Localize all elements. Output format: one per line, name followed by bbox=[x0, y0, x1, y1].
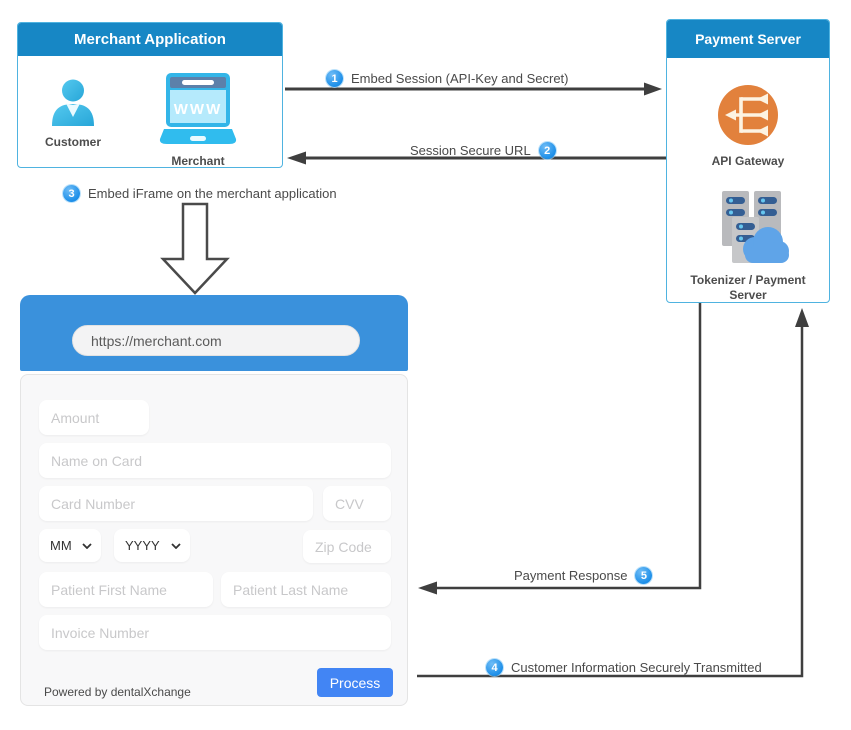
step-3-label: Embed iFrame on the merchant application bbox=[88, 186, 337, 201]
step-5-label: Payment Response bbox=[514, 568, 628, 583]
step-5-badge: 5 bbox=[635, 567, 653, 584]
powered-by-text: Powered by dentalXchange bbox=[44, 685, 191, 699]
api-gateway-figure: API Gateway bbox=[711, 84, 785, 169]
chevron-down-icon bbox=[171, 542, 181, 549]
arrow-embed-session bbox=[285, 82, 662, 96]
api-gateway-label: API Gateway bbox=[711, 154, 785, 168]
payment-box-body: API Gateway bbox=[667, 58, 829, 303]
patient-last-name-field[interactable] bbox=[221, 572, 391, 607]
merchant-box-title: Merchant Application bbox=[18, 23, 282, 56]
step-payment-response: Payment Response 5 bbox=[514, 567, 653, 584]
svg-text:WWW: WWW bbox=[174, 101, 222, 118]
url-bar[interactable] bbox=[72, 325, 360, 356]
step-2-badge: 2 bbox=[538, 142, 556, 159]
step-4-label: Customer Information Securely Transmitte… bbox=[511, 660, 762, 675]
customer-figure: Customer bbox=[31, 79, 115, 150]
merchant-label: Merchant bbox=[171, 154, 225, 168]
card-number-field[interactable] bbox=[39, 486, 313, 521]
merchant-application-box: Merchant Application Customer bbox=[17, 22, 283, 168]
expiry-month-select[interactable]: MM bbox=[39, 529, 101, 562]
cvv-field[interactable] bbox=[323, 486, 391, 521]
amount-field[interactable] bbox=[39, 400, 149, 435]
expiry-year-select[interactable]: YYYY bbox=[114, 529, 190, 562]
step-customer-info-transmitted: 4 Customer Information Securely Transmit… bbox=[486, 659, 762, 676]
step-2-label: Session Secure URL bbox=[410, 143, 531, 158]
tokenizer-figure: Tokenizer / Payment Server bbox=[683, 189, 813, 303]
name-on-card-field[interactable] bbox=[39, 443, 391, 478]
step-embed-iframe: 3 Embed iFrame on the merchant applicati… bbox=[63, 185, 337, 202]
tokenizer-server-icon bbox=[722, 191, 789, 263]
arrow-session-secure-url bbox=[287, 151, 666, 165]
merchant-figure: WWW Merchant bbox=[138, 73, 258, 169]
payment-server-box: Payment Server bbox=[666, 19, 830, 303]
process-button[interactable]: Process bbox=[317, 668, 393, 697]
expiry-month-value: MM bbox=[50, 538, 72, 553]
patient-first-name-field[interactable] bbox=[39, 572, 213, 607]
browser-header bbox=[20, 295, 408, 371]
chevron-down-icon bbox=[82, 542, 92, 549]
tokenizer-label: Tokenizer / Payment Server bbox=[690, 273, 806, 302]
arrow-payment-response bbox=[418, 303, 702, 595]
payment-box-title: Payment Server bbox=[667, 20, 829, 58]
step-3-badge: 3 bbox=[63, 185, 80, 202]
customer-label: Customer bbox=[44, 135, 101, 149]
arrow-customer-info bbox=[417, 308, 809, 678]
merchant-laptop-icon: WWW bbox=[159, 73, 237, 144]
customer-person-icon bbox=[52, 79, 94, 126]
step-4-badge: 4 bbox=[486, 659, 503, 676]
zip-code-field[interactable] bbox=[303, 530, 391, 563]
invoice-number-field[interactable] bbox=[39, 615, 391, 650]
step-embed-session: 1 Embed Session (API-Key and Secret) bbox=[326, 70, 569, 87]
expiry-year-value: YYYY bbox=[125, 538, 160, 553]
step-1-label: Embed Session (API-Key and Secret) bbox=[351, 71, 569, 86]
step-1-badge: 1 bbox=[326, 70, 343, 87]
step-session-secure-url: Session Secure URL 2 bbox=[410, 142, 556, 159]
api-gateway-icon bbox=[717, 85, 778, 145]
big-down-arrow-icon bbox=[160, 202, 230, 295]
payment-form: MM YYYY Powered by dentalXchange Process bbox=[20, 374, 408, 706]
